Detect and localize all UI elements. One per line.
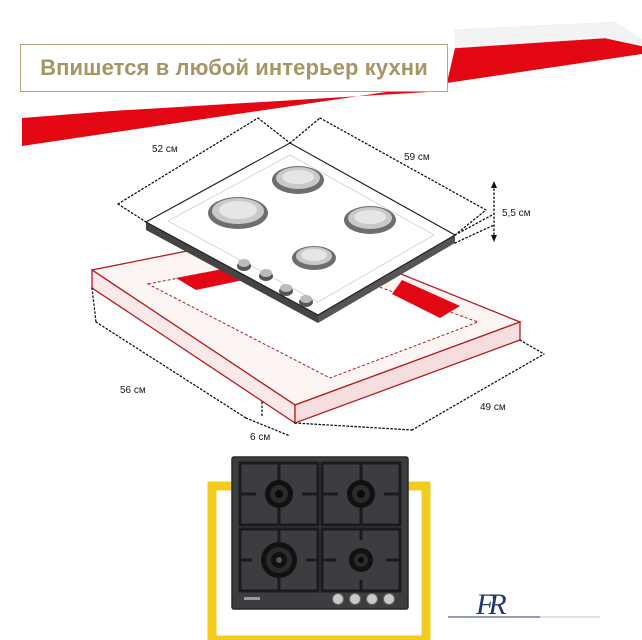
knob-4	[299, 295, 313, 307]
dim-label-5-5: 5,5 см	[502, 208, 531, 219]
photo-burner-front-left-wok	[261, 542, 297, 578]
gas-hob-photo	[231, 456, 409, 610]
dim-label-56: 56 см	[120, 385, 146, 396]
hob-3d	[144, 142, 457, 323]
red-ribbon-highlight	[454, 21, 642, 49]
hob-right-edge	[318, 235, 455, 323]
cast-iron-grates	[238, 461, 402, 593]
dimension-arrows	[491, 181, 497, 242]
burner-back	[272, 166, 324, 194]
photo-burner-back-left	[265, 480, 293, 508]
hob-front-edge	[146, 222, 318, 323]
photo-burner-back-right	[347, 480, 375, 508]
cutout-red-band-right	[392, 280, 460, 318]
glass-panel	[232, 457, 408, 609]
dim-line-49	[411, 353, 545, 431]
photo-control-knobs	[332, 593, 395, 605]
dim-label-49: 49 см	[480, 402, 506, 413]
dim-line-6	[245, 417, 291, 437]
burner-left	[208, 197, 268, 229]
photo-brand-mark	[244, 597, 260, 600]
dim-line-56	[95, 321, 247, 419]
dim-line-59	[319, 117, 487, 211]
knob-3	[279, 284, 293, 296]
photo-burner-front-right	[349, 548, 373, 572]
control-knobs	[237, 259, 313, 307]
headline-banner: Впишется в любой интерьер кухни	[20, 44, 448, 92]
dim-label-52: 52 см	[152, 144, 178, 155]
dim-line-52	[117, 117, 259, 205]
dim-label-6: 6 см	[250, 432, 270, 443]
brand-logo: FR	[448, 588, 600, 621]
dim-label-59: 59 см	[404, 152, 430, 163]
dimension-lines	[91, 117, 545, 437]
knob-1	[237, 259, 251, 271]
red-ribbon-top	[22, 38, 642, 146]
brand-logo-text: FR	[475, 588, 506, 621]
knob-2	[259, 269, 273, 281]
burner-right	[344, 206, 396, 234]
burner-front	[292, 246, 336, 270]
dimension-labels: 52 см 59 см 5,5 см 56 см 49 см 6 см	[120, 144, 531, 443]
headline-text: Впишется в любой интерьер кухни	[40, 55, 428, 80]
